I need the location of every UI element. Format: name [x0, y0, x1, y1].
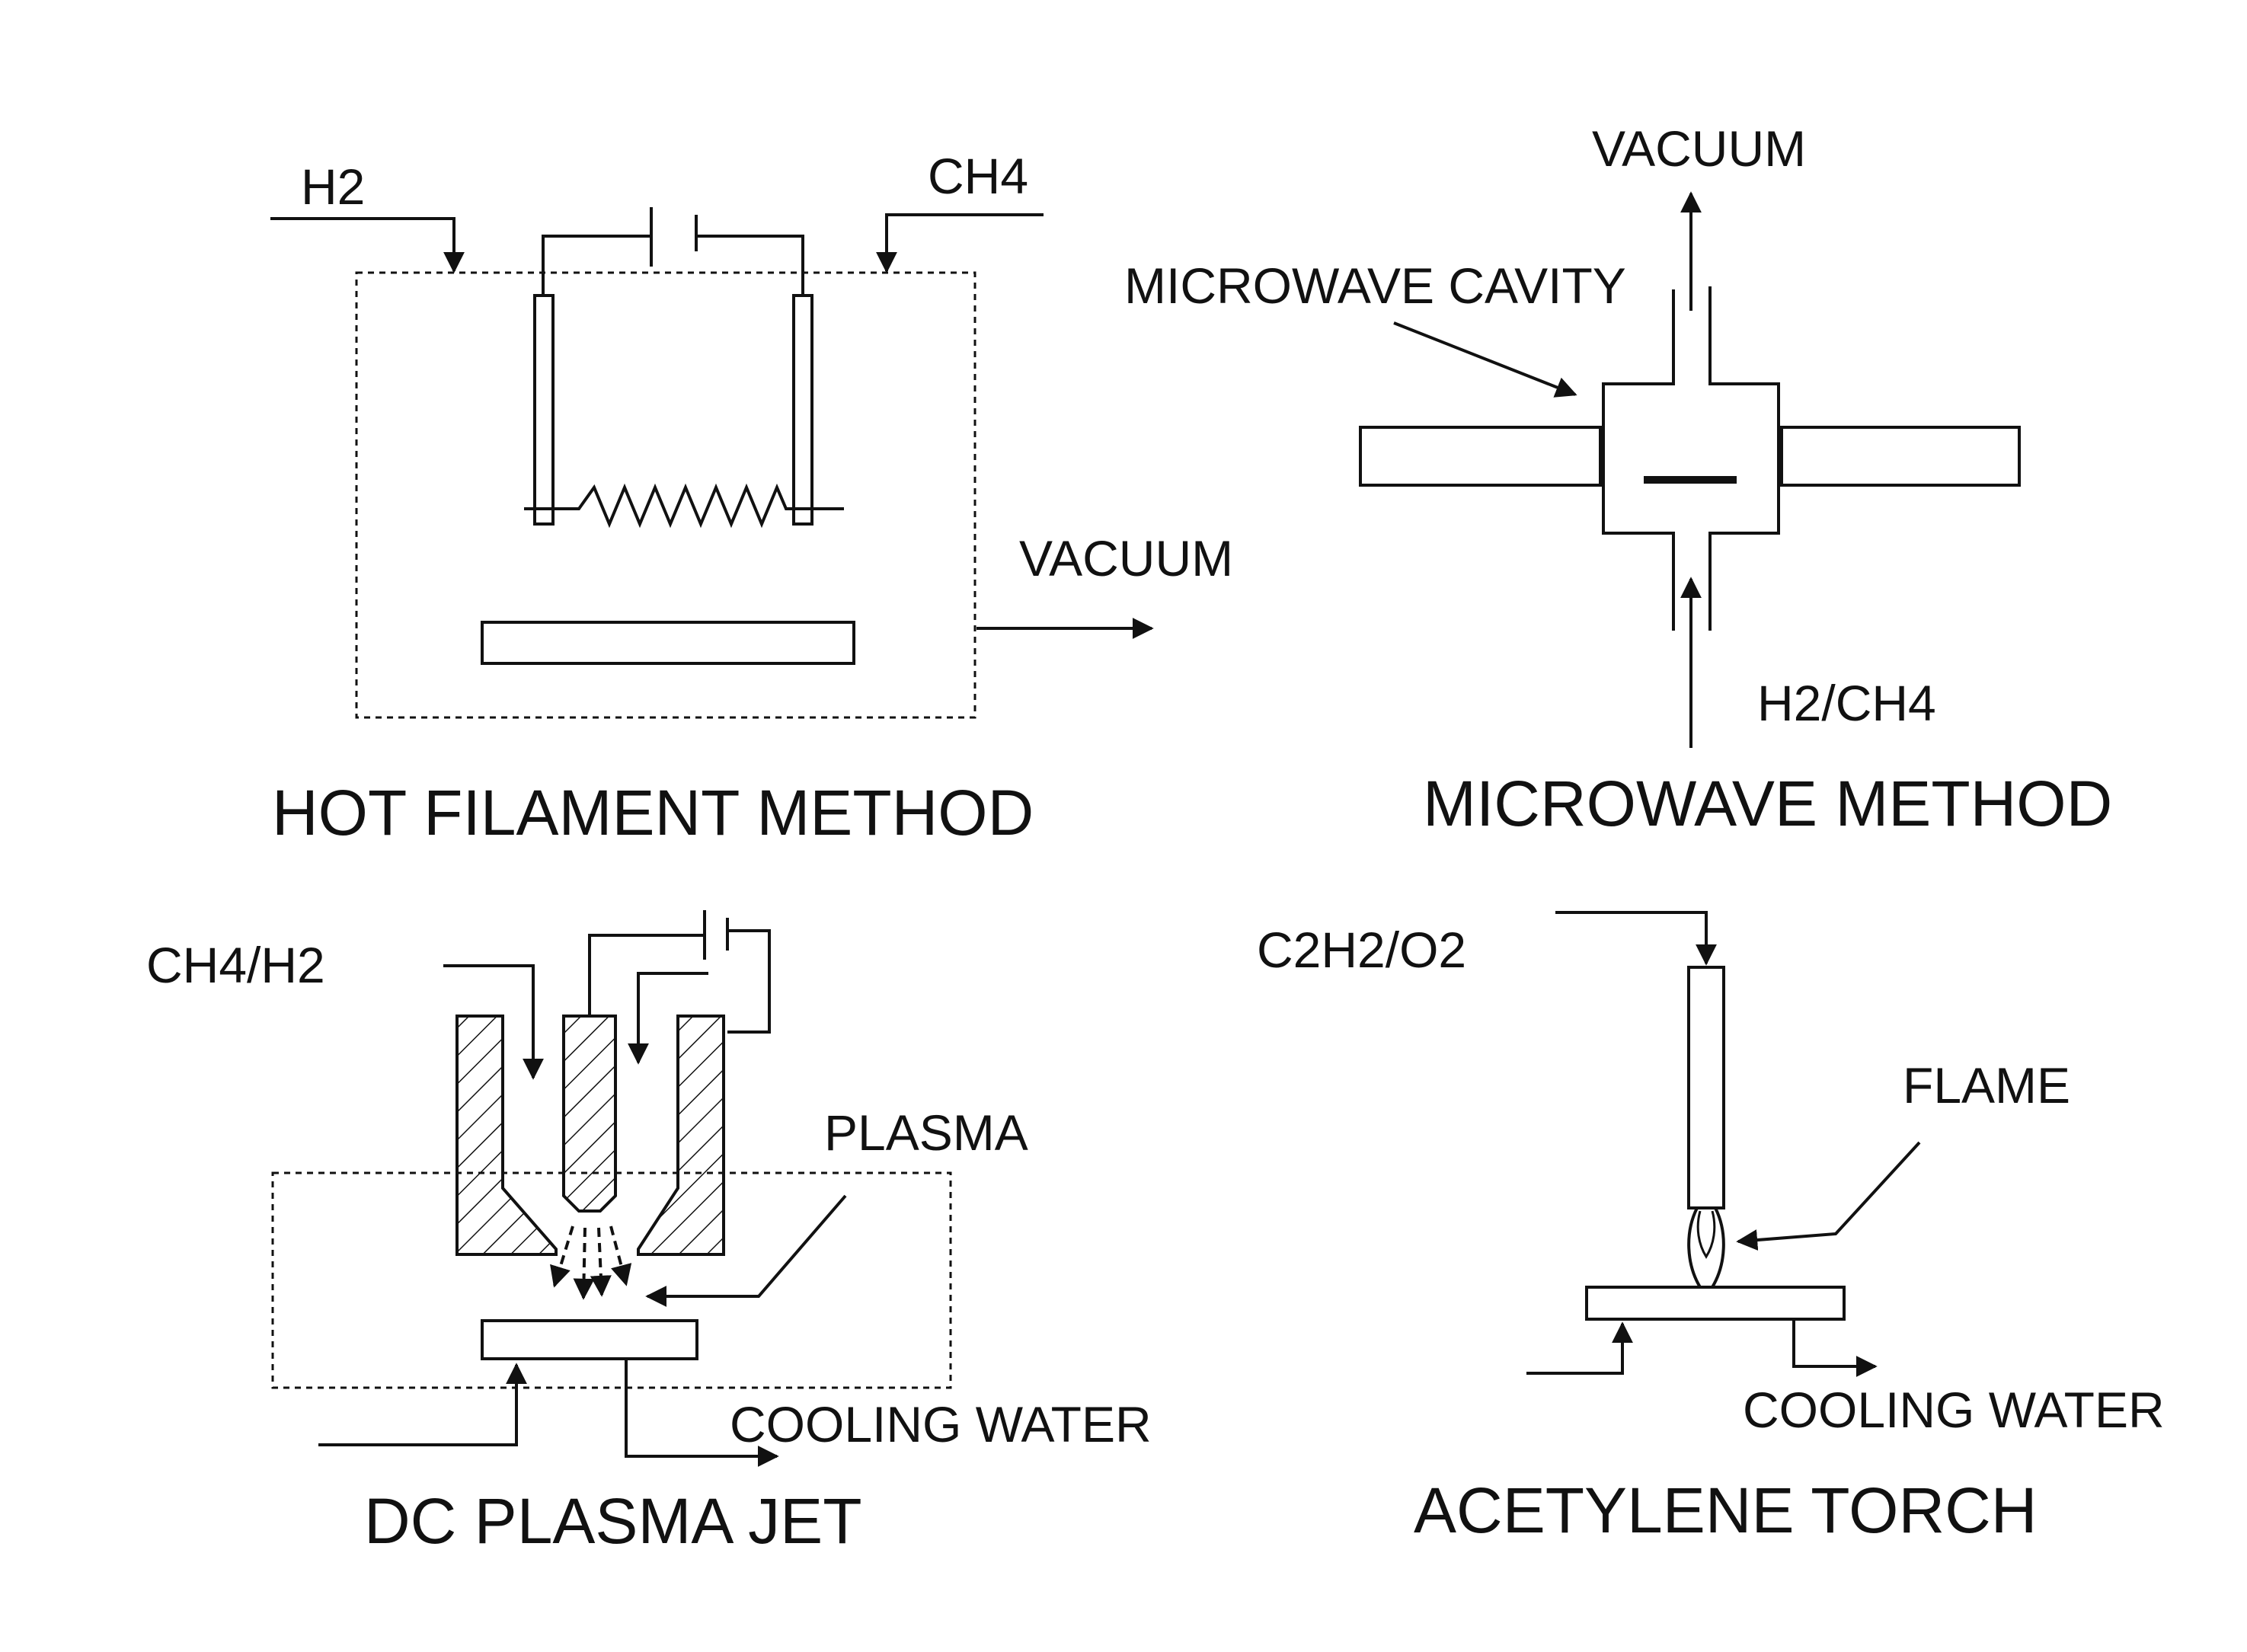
power-supply-wiring [588, 929, 771, 1034]
title-acetylene-torch: ACETYLENE TORCH [1414, 1475, 2037, 1546]
label-flame: FLAME [1903, 1057, 2070, 1114]
cooling-water-inlet [318, 1363, 527, 1446]
plasma-ray-2 [573, 1227, 595, 1300]
label-plasma: PLASMA [824, 1104, 1028, 1161]
hot-filament-wire [524, 483, 844, 529]
waveguide-right [1780, 426, 2021, 487]
gas-feed-arrow [1555, 911, 1717, 966]
cooling-water-outlet [1792, 1319, 1878, 1377]
cathode-feed-arrow [628, 972, 708, 1065]
label-cooling-water: COOLING WATER [1743, 1382, 2165, 1438]
flame-pointer-arrow [1736, 1141, 1921, 1251]
acetylene-panel: C2H2/O2 FLAME COOLING WATER ACETYLENE TO… [1257, 911, 2165, 1546]
hot-filament-panel: H2 CH4 VACUUM HOT FILAMENT METHOD [270, 148, 1233, 848]
label-vacuum: VACUUM [1019, 530, 1233, 586]
plasma-ray-1 [550, 1225, 574, 1288]
plasma-ray-3 [590, 1227, 612, 1297]
label-h2: H2 [301, 158, 365, 215]
electrode-left [533, 294, 555, 526]
electrode-right [792, 294, 813, 526]
torch-substrate [1585, 1286, 1846, 1321]
title-microwave-method: MICROWAVE METHOD [1423, 768, 2112, 839]
hot-filament-substrate [481, 621, 855, 665]
center-cathode [562, 1015, 617, 1213]
outer-nozzle-left [455, 1015, 558, 1256]
title-dc-plasma-jet: DC PLASMA JET [364, 1485, 862, 1557]
label-microwave-cavity: MICROWAVE CAVITY [1124, 257, 1626, 314]
title-hot-filament-method: HOT FILAMENT METHOD [272, 777, 1034, 848]
gas-feed-arrow [443, 964, 544, 1080]
torch-tube [1687, 966, 1725, 1209]
label-ch4: CH4 [928, 148, 1028, 204]
label-ch4-h2: CH4/H2 [146, 937, 325, 993]
ch4-inlet-arrow [876, 213, 1044, 273]
label-cooling-water: COOLING WATER [730, 1396, 1152, 1452]
flame-inner-cone [1696, 1210, 1716, 1259]
vacuum-tube [1602, 289, 1675, 631]
cavity-pointer-arrow [1393, 321, 1577, 398]
plasma-pointer-arrow [645, 1194, 847, 1307]
flame [1687, 1207, 1725, 1298]
dc-plasma-substrate [481, 1319, 698, 1360]
waveguide-left [1359, 426, 1602, 487]
outer-nozzle-right [637, 1015, 725, 1256]
plasma-ray-4 [609, 1225, 632, 1286]
label-c2h2-o2: C2H2/O2 [1257, 922, 1466, 978]
power-supply-wiring [542, 235, 804, 297]
microwave-panel: VACUUM MICROWAVE CAVITY H2/CH4 MICROWAVE… [1124, 120, 2112, 839]
dc-plasma-panel: CH4/H2 PLASMA COOLING WATER DC PLASMA JE… [146, 910, 1152, 1557]
hot-filament-chamber [355, 271, 976, 719]
label-vacuum-top: VACUUM [1592, 120, 1806, 177]
h2-inlet-arrow [270, 217, 465, 273]
cooling-water-outlet [625, 1359, 779, 1467]
gas-tube [1708, 286, 1780, 631]
label-h2-ch4: H2/CH4 [1757, 675, 1936, 731]
cooling-water-inlet [1526, 1321, 1633, 1375]
